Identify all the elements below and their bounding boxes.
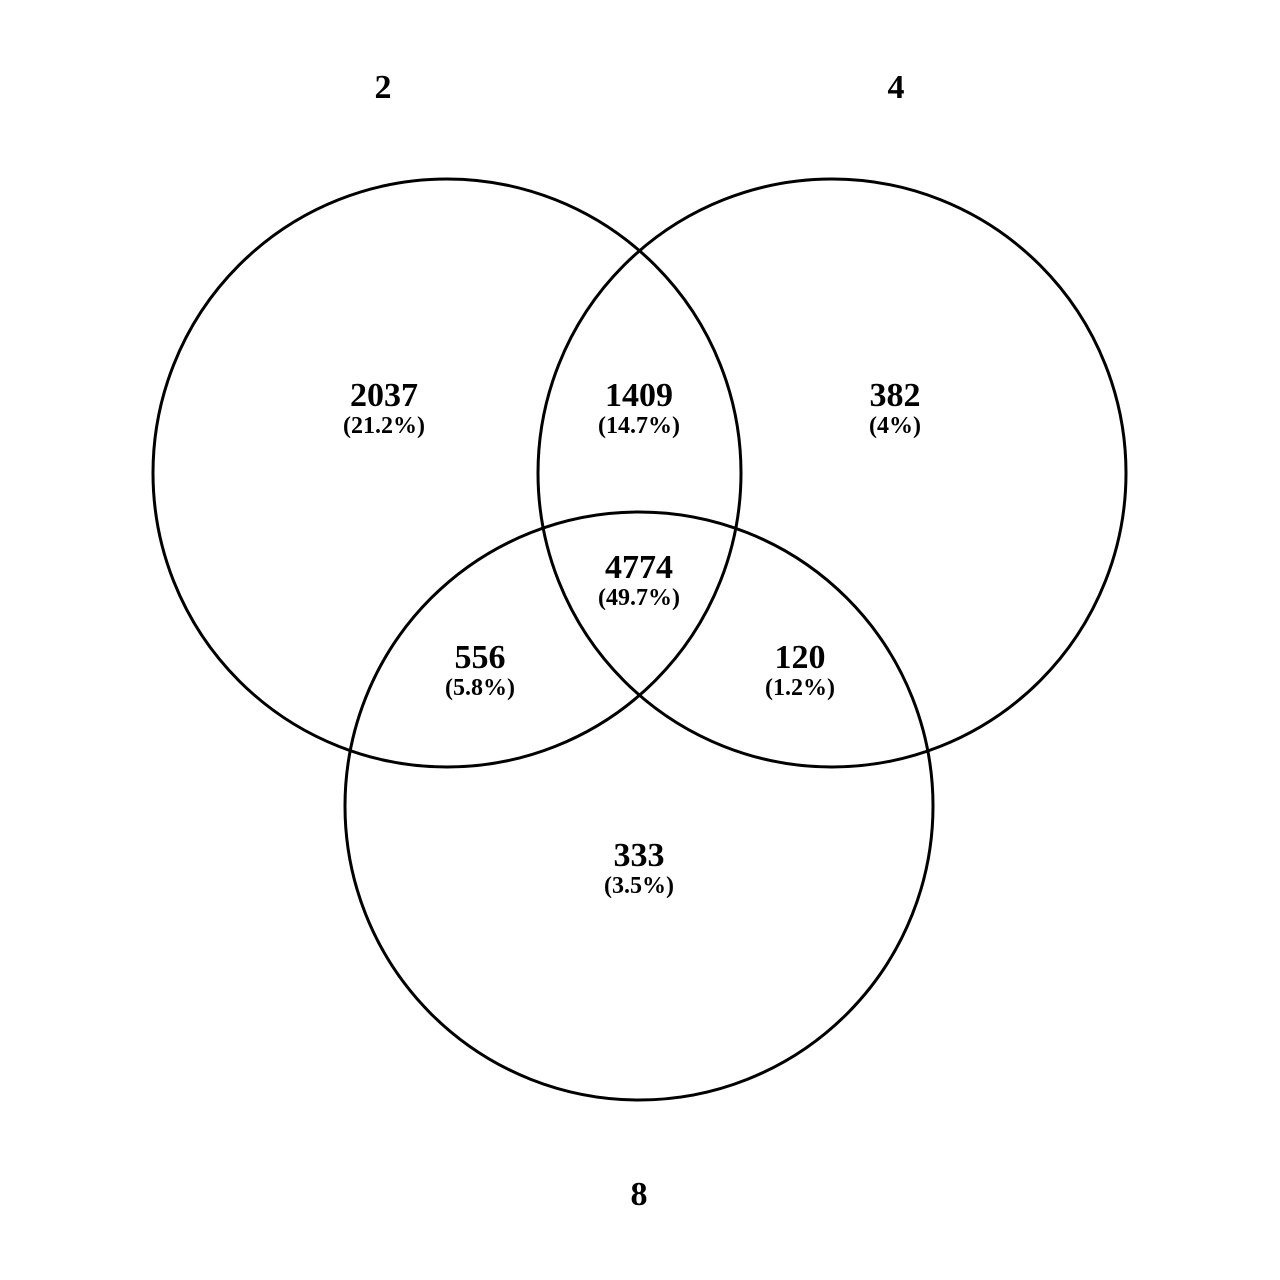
region-only-4: 382 (4%) — [869, 377, 921, 439]
set-circle-2 — [151, 177, 743, 769]
region-percent: (5.8%) — [445, 675, 515, 701]
region-only-8: 333 (3.5%) — [604, 837, 674, 899]
region-count: 4774 — [605, 549, 673, 586]
region-percent: (14.7%) — [598, 413, 680, 439]
set-circle-8 — [343, 510, 935, 1102]
region-count: 556 — [455, 639, 506, 676]
region-count: 333 — [614, 837, 665, 874]
region-percent: (49.7%) — [598, 585, 680, 611]
set-label-2: 2 — [375, 69, 392, 106]
region-2-and-8: 556 (5.8%) — [445, 639, 515, 701]
region-count: 382 — [870, 377, 921, 414]
region-only-2: 2037 (21.2%) — [343, 377, 425, 439]
region-percent: (21.2%) — [343, 413, 425, 439]
region-all-three: 4774 (49.7%) — [598, 549, 680, 611]
region-4-and-8: 120 (1.2%) — [765, 639, 835, 701]
region-percent: (4%) — [869, 413, 921, 439]
region-percent: (1.2%) — [765, 675, 835, 701]
region-2-and-4: 1409 (14.7%) — [598, 377, 680, 439]
region-percent: (3.5%) — [604, 873, 674, 899]
region-count: 2037 — [350, 377, 418, 414]
region-count: 1409 — [605, 377, 673, 414]
set-label-8: 8 — [631, 1176, 648, 1213]
region-count: 120 — [775, 639, 826, 676]
set-label-4: 4 — [888, 69, 905, 106]
set-circle-4 — [536, 177, 1128, 769]
